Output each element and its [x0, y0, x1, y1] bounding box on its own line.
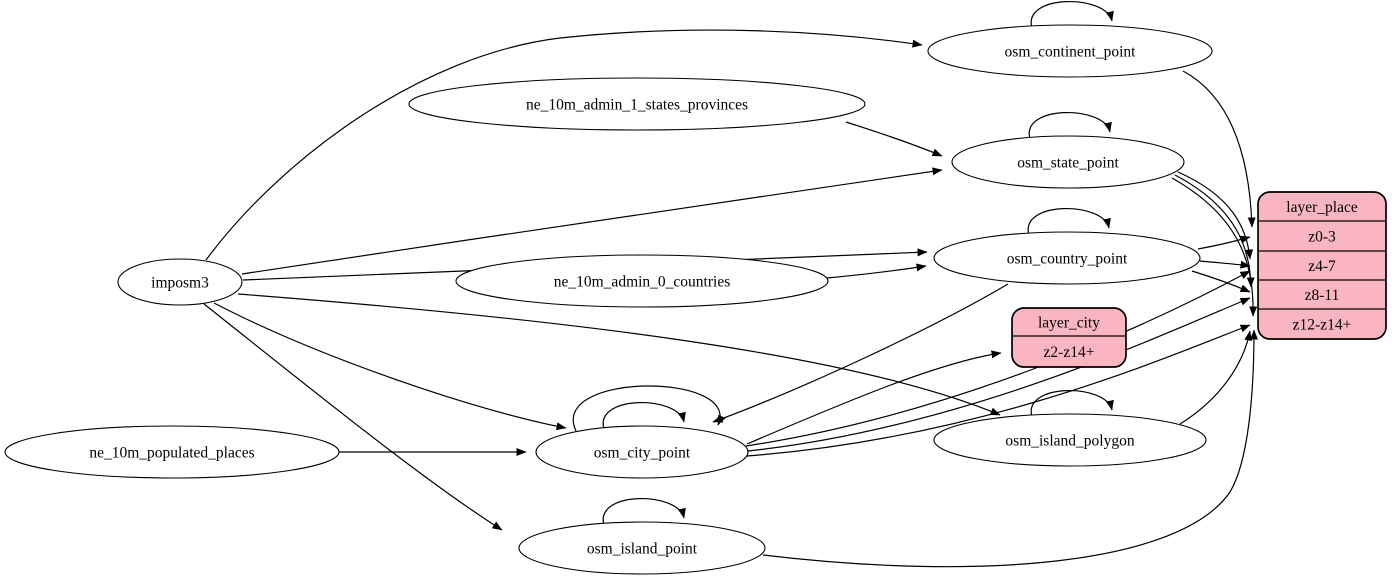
node-imposm3-label: imposm3	[151, 275, 209, 292]
node-ne_10m_populated_places-label: ne_10m_populated_places	[89, 445, 254, 462]
edge-osm_country_point-to-osm_city_point	[712, 283, 1009, 423]
edge-osm_country_point-to-layer_place-z4-7	[1199, 260, 1251, 269]
node-osm_state_point: osm_state_point	[951, 135, 1185, 189]
edge-osm_city_point-to-layer_place-z8-11	[747, 297, 1251, 452]
node-ne_10m_admin_1_states_provinces: ne_10m_admin_1_states_provinces	[408, 77, 866, 131]
edge-imposm3-to-osm_state_point	[241, 167, 943, 275]
node-osm_state_point-label: osm_state_point	[1017, 155, 1119, 172]
edge-osm_continent_point-to-layer_place-z0-3	[1182, 70, 1256, 228]
node-ne_10m_admin_0_countries-shape	[455, 254, 829, 308]
node-osm_continent_point-label: osm_continent_point	[1005, 44, 1137, 61]
node-osm_continent_point: osm_continent_point	[927, 24, 1213, 78]
node-osm_country_point-shape	[933, 231, 1201, 285]
edge-osm_city_point-to-layer_city-z2-z14+	[746, 350, 1002, 445]
edge-osm_state_point-to-layer_place-z4-7	[1177, 171, 1254, 260]
node-layer_place-row-z8-11: z8-11	[1305, 287, 1340, 304]
edge-osm_city_point-to-layer_place-z4-7	[745, 270, 1251, 447]
nodes-layer: imposm3 ne_10m_admin_1_states_provincesne…	[4, 24, 1387, 575]
node-layer_place-row-title: layer_place	[1286, 199, 1358, 216]
node-layer_place-row-z4-7: z4-7	[1308, 258, 1336, 275]
edge-imposm3-to-osm_island_point	[203, 303, 503, 531]
node-layer_city-shape	[1011, 307, 1127, 368]
edge-osm_city_point-to-layer_place-z12-z14+	[746, 324, 1251, 457]
edge-osm_city_point-to-osm_city_point	[602, 401, 686, 430]
node-osm_continent_point-shape	[927, 24, 1213, 78]
node-osm_island_polygon: osm_island_polygon	[933, 413, 1207, 467]
node-layer_place: layer_place z0-3 z4-7 z8-11 z12-z14+	[1257, 191, 1387, 340]
edge-osm_island_point-to-osm_island_point	[602, 497, 686, 526]
node-osm_island_polygon-label: osm_island_polygon	[1005, 433, 1134, 450]
node-osm_island_point-shape	[518, 521, 766, 575]
node-osm_city_point-label: osm_city_point	[594, 445, 691, 462]
node-osm_state_point-shape	[951, 135, 1185, 189]
node-osm_island_point: osm_island_point	[518, 521, 766, 575]
node-osm_country_point-label: osm_country_point	[1007, 251, 1128, 268]
node-imposm3-shape	[117, 258, 243, 306]
edge-osm_state_point-to-osm_state_point	[1028, 111, 1112, 140]
node-osm_island_polygon-shape	[933, 413, 1207, 467]
node-layer_place-row-z12-z14+: z12-z14+	[1293, 317, 1352, 334]
edge-osm_island_polygon-to-osm_island_polygon	[1030, 389, 1114, 418]
node-ne_10m_populated_places: ne_10m_populated_places	[4, 425, 340, 479]
edge-osm_country_point-to-osm_country_point	[1027, 207, 1111, 236]
node-imposm3: imposm3	[117, 258, 243, 306]
node-layer_city-row-title: layer_city	[1038, 315, 1100, 332]
node-ne_10m_admin_0_countries: ne_10m_admin_0_countries	[455, 254, 829, 308]
edge-ne_10m_admin_0_countries-to-osm_country_point	[826, 263, 927, 279]
node-layer_city: layer_city z2-z14+	[1011, 307, 1127, 368]
edge-ne_10m_admin_1_states_provinces-to-osm_state_point	[845, 121, 943, 157]
edge-osm_island_point-to-layer_place-z12-z14+	[762, 329, 1258, 568]
node-layer_place-shape	[1257, 191, 1387, 340]
node-osm_country_point: osm_country_point	[933, 231, 1201, 285]
edge-imposm3-to-osm_island_polygon	[237, 293, 1001, 416]
node-layer_city-row-z2-z14+: z2-z14+	[1044, 344, 1095, 361]
node-osm_city_point: osm_city_point	[535, 425, 749, 479]
node-osm_city_point-shape	[535, 425, 749, 479]
node-ne_10m_admin_1_states_provinces-shape	[408, 77, 866, 131]
node-layer_place-row-z0-3: z0-3	[1308, 229, 1336, 246]
edge-osm_continent_point-to-osm_continent_point	[1030, 0, 1114, 29]
edge-osm_state_point-to-layer_place-z12-z14+	[1171, 177, 1258, 317]
edge-osm_island_polygon-to-layer_place-z12-z14+	[1179, 330, 1253, 425]
node-osm_island_point-label: osm_island_point	[587, 541, 698, 558]
node-ne_10m_admin_1_states_provinces-label: ne_10m_admin_1_states_provinces	[526, 97, 748, 114]
node-ne_10m_admin_0_countries-label: ne_10m_admin_0_countries	[554, 274, 731, 291]
edge-imposm3-to-osm_city_point	[213, 302, 567, 431]
edges-layer	[203, 0, 1258, 568]
node-ne_10m_populated_places-shape	[4, 425, 340, 479]
edge-imposm3-to-osm_continent_point	[205, 29, 923, 261]
edge-osm_city_point-to-osm_city_point	[572, 385, 726, 432]
edge-osm_country_point-to-layer_place-z8-11	[1191, 270, 1251, 293]
